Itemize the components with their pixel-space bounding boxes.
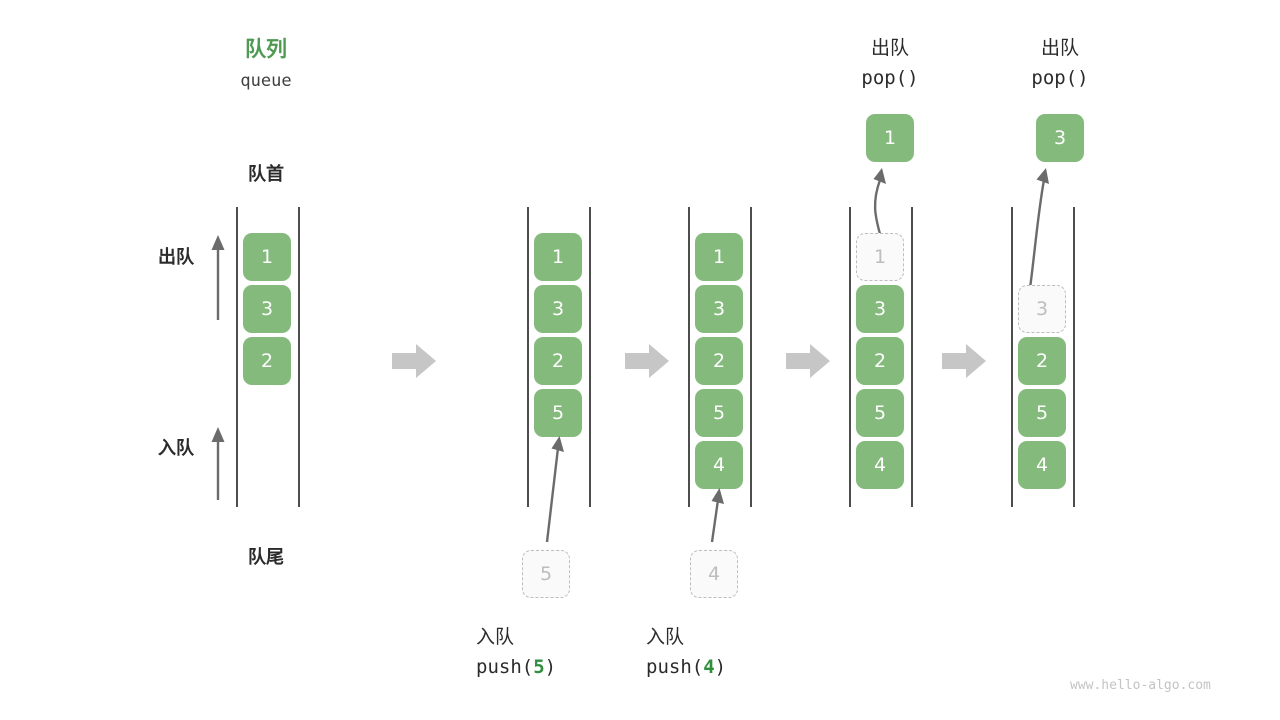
queue-rail-left bbox=[688, 207, 690, 507]
watermark: www.hello-algo.com bbox=[1070, 678, 1211, 693]
pop-code-suffix: ) bbox=[1077, 67, 1089, 89]
queue-rail-right bbox=[298, 207, 300, 507]
queue-cell: 4 bbox=[856, 441, 904, 489]
queue-cell: 3 bbox=[695, 285, 743, 333]
queue-rail-right bbox=[589, 207, 591, 507]
queue-cell: 4 bbox=[1018, 441, 1066, 489]
push-code-prefix: push( bbox=[646, 656, 704, 678]
queue-cell: 1 bbox=[695, 233, 743, 281]
queue-cell: 3 bbox=[534, 285, 582, 333]
enqueue-direction-arrow-icon bbox=[211, 427, 225, 500]
queue-rail-left bbox=[527, 207, 529, 507]
pop-arrow-icon bbox=[873, 168, 886, 235]
flow-arrow-icon bbox=[786, 344, 830, 378]
popped-cell: 1 bbox=[866, 114, 914, 162]
push-code-value: 4 bbox=[703, 656, 715, 678]
queue-rail-left bbox=[1011, 207, 1013, 507]
push-code-prefix: push( bbox=[476, 656, 534, 678]
diagram-title-cn: 队列 bbox=[245, 38, 287, 61]
flow-arrow-icon bbox=[625, 344, 669, 378]
push-code-suffix: ) bbox=[544, 656, 557, 678]
queue-front-label: 队首 bbox=[248, 164, 284, 184]
push-caption-code: push(4) bbox=[646, 656, 846, 678]
queue-cell: 2 bbox=[243, 337, 291, 385]
pop-caption-code: pop() bbox=[1010, 67, 1110, 89]
push-code-suffix: ) bbox=[714, 656, 727, 678]
push-caption-cn: 入队 bbox=[646, 627, 685, 648]
queue-cell: 2 bbox=[534, 337, 582, 385]
pop-code-suffix: ) bbox=[907, 67, 919, 89]
push-arrow-icon bbox=[545, 436, 564, 543]
pop-arrow-icon bbox=[1028, 168, 1049, 289]
dequeue-direction-label: 出队 bbox=[158, 247, 194, 267]
diagram-title-en: queue bbox=[240, 71, 292, 91]
queue-cell: 3 bbox=[856, 285, 904, 333]
pop-caption-code: pop() bbox=[840, 67, 940, 89]
push-source-cell: 5 bbox=[522, 550, 570, 598]
push-code-value: 5 bbox=[533, 656, 545, 678]
flow-arrow-icon bbox=[942, 344, 986, 378]
push-caption-code: push(5) bbox=[476, 656, 676, 678]
push-arrow-icon bbox=[710, 488, 724, 543]
queue-cell-removed: 1 bbox=[856, 233, 904, 281]
pop-caption-cn: 出队 bbox=[1040, 38, 1079, 59]
queue-rail-left bbox=[849, 207, 851, 507]
queue-rail-left bbox=[236, 207, 238, 507]
queue-cell: 5 bbox=[695, 389, 743, 437]
queue-cell-removed: 3 bbox=[1018, 285, 1066, 333]
queue-rail-right bbox=[750, 207, 752, 507]
queue-cell: 5 bbox=[856, 389, 904, 437]
queue-cell: 5 bbox=[1018, 389, 1066, 437]
pop-code-prefix: pop( bbox=[1031, 67, 1078, 89]
queue-cell: 1 bbox=[534, 233, 582, 281]
queue-cell-new: 5 bbox=[534, 389, 582, 437]
push-caption-cn: 入队 bbox=[476, 627, 515, 648]
pop-caption-cn: 出队 bbox=[870, 38, 909, 59]
queue-cell: 2 bbox=[695, 337, 743, 385]
queue-rear-label: 队尾 bbox=[248, 547, 284, 567]
queue-rail-right bbox=[911, 207, 913, 507]
pop-code-prefix: pop( bbox=[861, 67, 908, 89]
queue-cell: 2 bbox=[1018, 337, 1066, 385]
queue-cell: 1 bbox=[243, 233, 291, 281]
flow-arrow-icon bbox=[392, 344, 436, 378]
queue-cell-new: 4 bbox=[695, 441, 743, 489]
dequeue-direction-arrow-icon bbox=[211, 235, 225, 320]
enqueue-direction-label: 入队 bbox=[158, 438, 194, 458]
queue-cell: 3 bbox=[243, 285, 291, 333]
push-source-cell: 4 bbox=[690, 550, 738, 598]
popped-cell: 3 bbox=[1036, 114, 1084, 162]
queue-cell: 2 bbox=[856, 337, 904, 385]
queue-rail-right bbox=[1073, 207, 1075, 507]
